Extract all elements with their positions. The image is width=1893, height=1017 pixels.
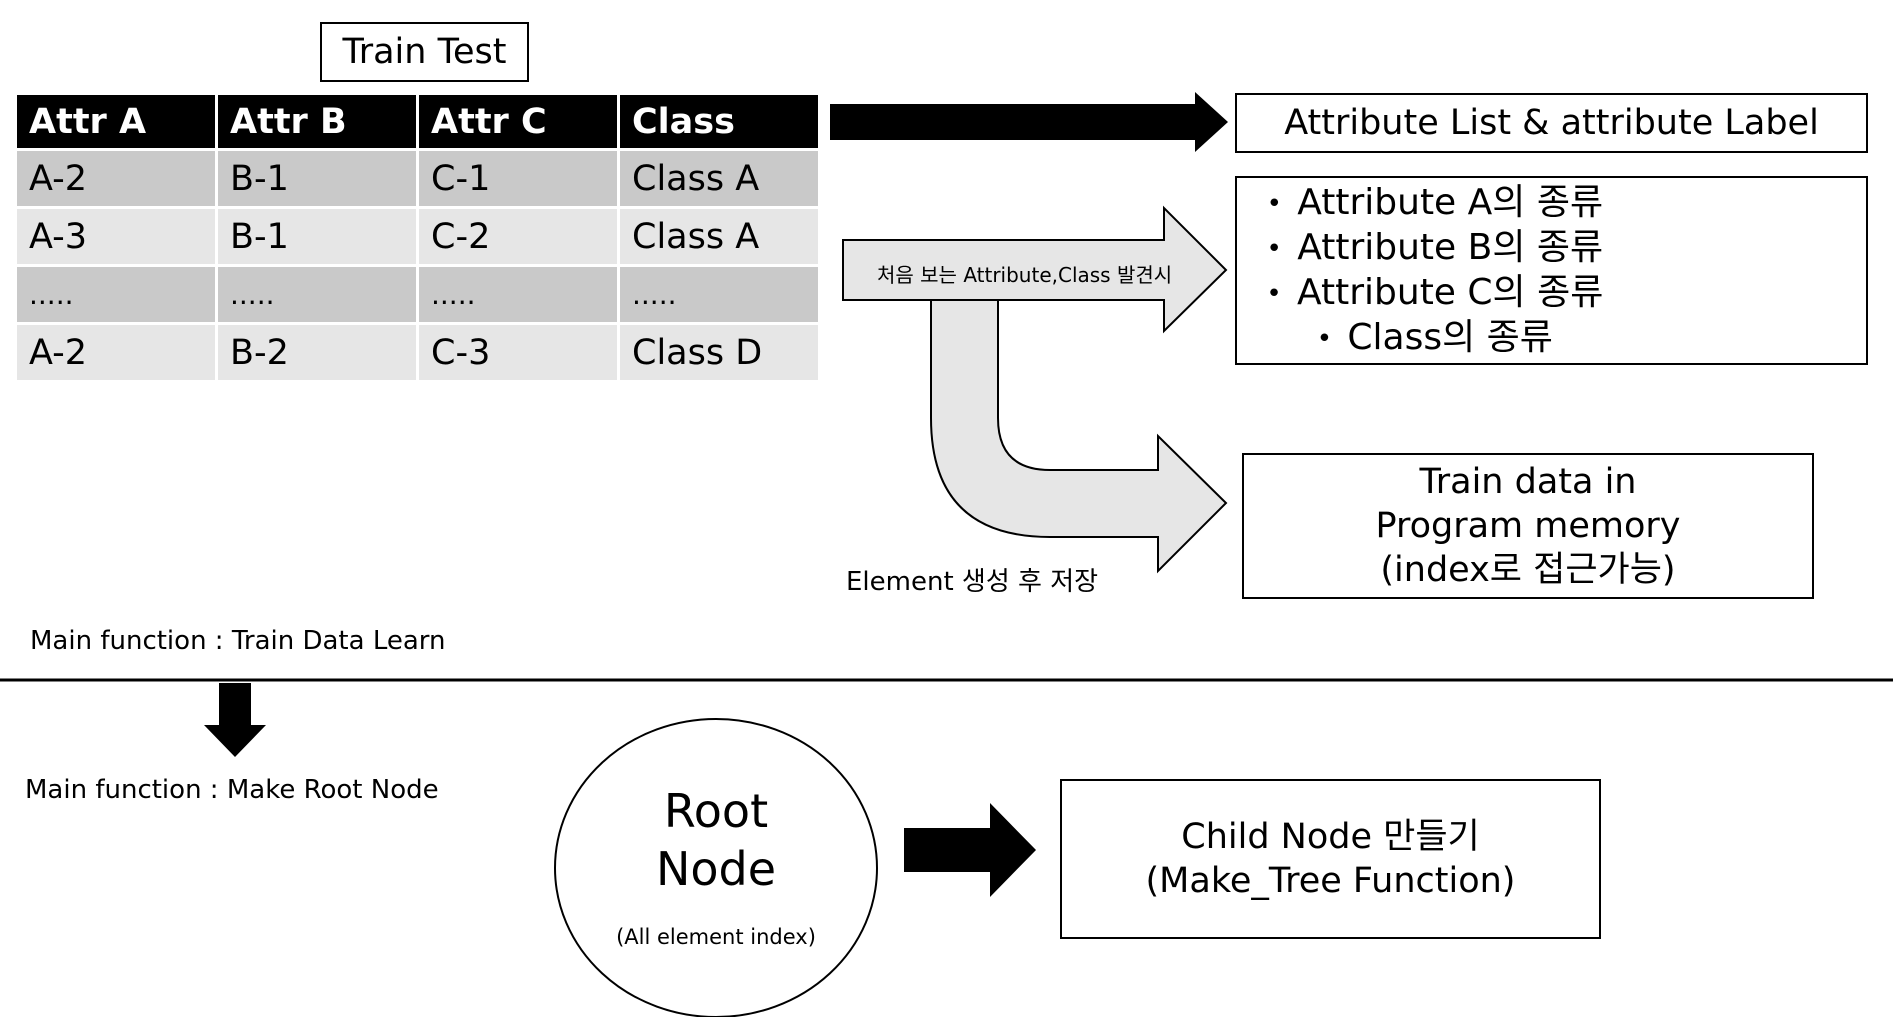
table-cell: Class A [620, 151, 821, 209]
child-node-box: Child Node 만들기 (Make_Tree Function) [1060, 779, 1601, 939]
child-node-line2: (Make_Tree Function) [1145, 861, 1516, 901]
table-row: A-2 B-2 C-3 Class D [17, 325, 821, 383]
child-node-line1: Child Node 만들기 [1181, 817, 1480, 857]
root-node-sub: (All element index) [616, 925, 816, 949]
header-to-attribute-list-arrow [830, 92, 1228, 152]
attribute-list-label: Attribute List & attribute Label [1284, 103, 1819, 143]
down-arrow [204, 683, 266, 757]
train-memory-line2: Program memory [1375, 506, 1681, 546]
root-node-line2: Node [655, 842, 777, 896]
table-cell: ..... [17, 267, 218, 325]
table-cell: Class D [620, 325, 821, 383]
kind-attr-c: Attribute C의 종류 [1251, 271, 1603, 316]
table-cell: B-2 [218, 325, 419, 383]
table-cell: ..... [218, 267, 419, 325]
table-cell: C-2 [419, 209, 620, 267]
train-memory-line1: Train data in [1419, 462, 1637, 502]
kind-class: Class의 종류 [1251, 316, 1603, 361]
table-cell: A-3 [17, 209, 218, 267]
table-cell: ..... [620, 267, 821, 325]
header-class: Class [620, 95, 821, 151]
header-attr-c: Attr C [419, 95, 620, 151]
table-cell: B-1 [218, 209, 419, 267]
train-memory-line3: (index로 접근가능) [1380, 550, 1676, 590]
train-memory-box: Train data in Program memory (index로 접근가… [1242, 453, 1814, 599]
table-cell: C-1 [419, 151, 620, 209]
root-node-title: Root Node [555, 782, 877, 898]
root-to-child-arrow [904, 803, 1036, 897]
kinds-list-box: Attribute A의 종류 Attribute B의 종류 Attribut… [1235, 176, 1868, 365]
table-cell: A-2 [17, 151, 218, 209]
table-cell: ..... [419, 267, 620, 325]
main-root-label: Main function : Make Root Node [25, 775, 439, 805]
table-row: ..... ..... ..... ..... [17, 267, 821, 325]
train-test-box: Train Test [320, 22, 529, 82]
discover-arrow [842, 205, 1228, 334]
main-learn-label: Main function : Train Data Learn [30, 626, 446, 656]
attribute-list-box: Attribute List & attribute Label [1235, 93, 1868, 153]
train-data-table: Attr A Attr B Attr C Class A-2 B-1 C-1 C… [17, 95, 821, 383]
table-cell: B-1 [218, 151, 419, 209]
table-cell: Class A [620, 209, 821, 267]
header-attr-a: Attr A [17, 95, 218, 151]
discover-arrow-label: 처음 보는 Attribute,Class 발견시 [877, 263, 1173, 287]
root-node-line1: Root [663, 784, 769, 838]
table-cell: A-2 [17, 325, 218, 383]
kind-attr-a: Attribute A의 종류 [1251, 181, 1603, 226]
table-row: A-3 B-1 C-2 Class A [17, 209, 821, 267]
kind-attr-b: Attribute B의 종류 [1251, 226, 1603, 271]
train-test-label: Train Test [342, 32, 507, 72]
table-header-row: Attr A Attr B Attr C Class [17, 95, 821, 151]
table-row: A-2 B-1 C-1 Class A [17, 151, 821, 209]
header-attr-b: Attr B [218, 95, 419, 151]
store-curved-arrow [930, 297, 1228, 574]
kinds-list: Attribute A의 종류 Attribute B의 종류 Attribut… [1251, 181, 1603, 361]
root-node-circle [554, 718, 878, 1017]
table-cell: C-3 [419, 325, 620, 383]
store-label: Element 생성 후 저장 [846, 567, 1099, 597]
